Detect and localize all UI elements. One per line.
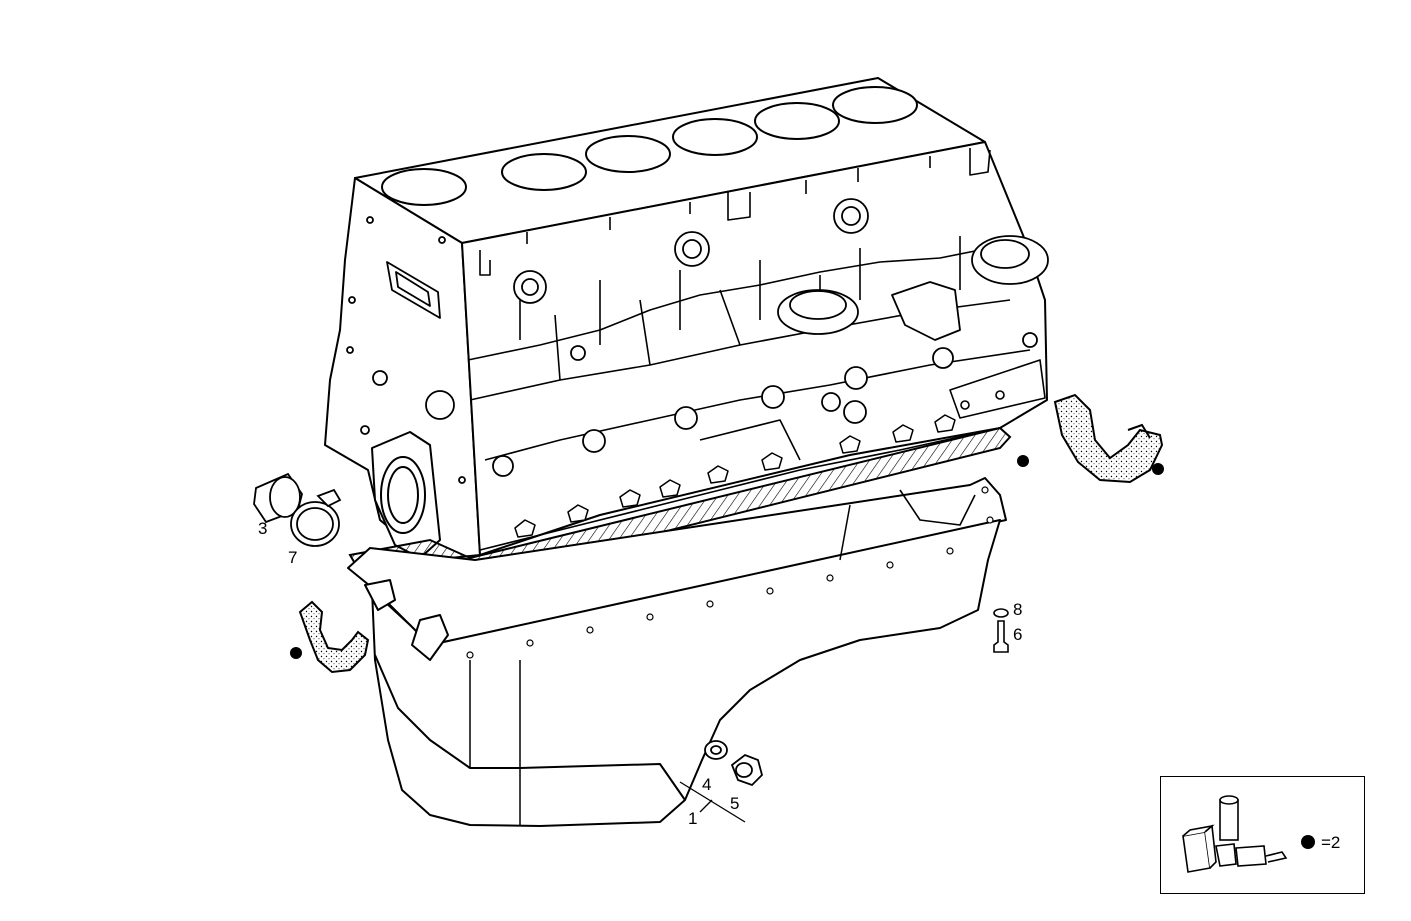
callout-4: 4 xyxy=(702,775,712,794)
kit-markers xyxy=(290,455,1164,659)
gasket-kit-illustration xyxy=(1182,795,1288,873)
hose-sleeve xyxy=(253,472,303,524)
callout-8: 8 xyxy=(1013,600,1023,619)
oil-sump-pan xyxy=(347,477,1007,827)
mount-pads xyxy=(777,235,1049,341)
deck-notches xyxy=(479,148,991,276)
drain-plug-assembly xyxy=(704,740,764,787)
bolt-washer xyxy=(993,608,1009,618)
rear-corner-detail xyxy=(699,359,1046,461)
oil-sump-body xyxy=(371,519,1001,827)
callout-3: 3 xyxy=(258,519,268,538)
drain-washer xyxy=(704,740,728,760)
drain-plug xyxy=(730,753,764,787)
kit-legend-dot xyxy=(1301,835,1315,849)
engine-block xyxy=(324,77,1049,561)
bolt xyxy=(993,620,1009,653)
front-seal-half xyxy=(298,600,370,674)
kit-marker-dot xyxy=(1152,463,1164,475)
front-face-features xyxy=(346,216,466,484)
kit-marker-dot xyxy=(1017,455,1029,467)
side-bosses xyxy=(492,198,1038,477)
hose-clamp xyxy=(290,488,342,547)
bolt-assembly xyxy=(993,608,1009,653)
callout-5: 5 xyxy=(730,794,740,813)
cylinder-bores xyxy=(381,86,918,206)
kit-legend-box: =2 xyxy=(1160,776,1365,894)
leader-lines xyxy=(679,781,746,823)
callout-6: 6 xyxy=(1013,625,1023,644)
kit-marker-dot xyxy=(290,647,302,659)
callout-1: 1 xyxy=(688,809,698,828)
oil-sump-bolt-holes xyxy=(466,486,994,659)
kit-legend-label: =2 xyxy=(1321,833,1341,852)
rear-seal-carrier xyxy=(1053,393,1164,484)
callout-7: 7 xyxy=(288,548,298,567)
sump-flange-bosses xyxy=(514,414,956,538)
hose-and-clamp xyxy=(253,472,342,547)
